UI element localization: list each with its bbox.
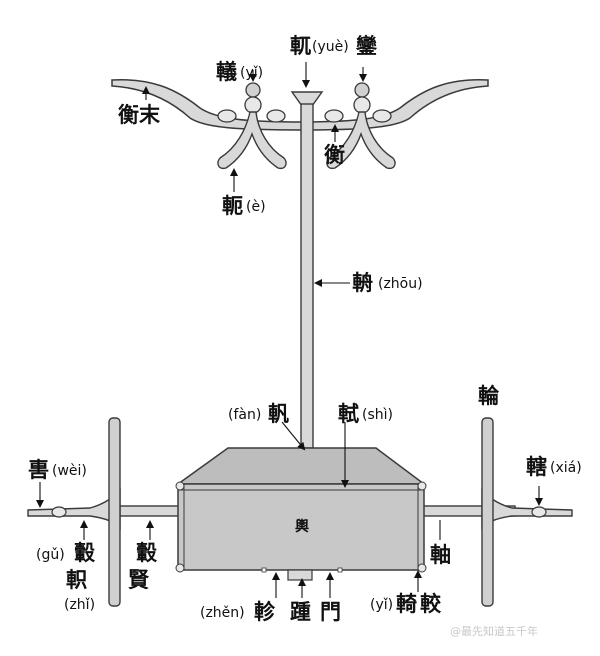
bell-right	[354, 82, 370, 98]
label-yue-pinyin: (yuè)	[312, 39, 349, 55]
axle-cap-right	[531, 506, 547, 518]
yoke-ring	[372, 109, 392, 123]
label-men: 門	[320, 600, 341, 624]
label-yu: 輿	[295, 519, 309, 535]
label-zhou-pinyin: (zhōu)	[378, 276, 423, 292]
label-yi-bottom-char: 輢	[396, 592, 417, 616]
carriage-top	[175, 447, 427, 485]
label-axle: 軸	[430, 543, 451, 567]
label-zhi-char: 軹	[66, 568, 87, 592]
label-gu-pinyin: (gǔ)	[36, 547, 65, 563]
label-yi-top-char: 轙	[216, 60, 237, 84]
bell-left-ring	[244, 96, 262, 114]
bell-right-ring	[353, 96, 371, 114]
label-hengmo: 衡末	[118, 103, 160, 127]
label-e-char: 軛	[222, 194, 243, 218]
label-wei-char: 軎	[28, 458, 49, 482]
carriage-step	[287, 569, 313, 581]
label-e-pinyin: (è)	[246, 199, 266, 215]
label-zhen-char: 軫	[254, 600, 275, 624]
label-zhou-char: 輈	[352, 271, 373, 295]
label-luan: 鑾	[356, 34, 377, 58]
label-yi-bottom-pinyin: (yǐ)	[370, 597, 394, 613]
yoke-ring	[217, 109, 237, 123]
shaft-pole	[300, 103, 314, 449]
axle-left-hub	[27, 488, 121, 530]
label-wei-pinyin: (wèi)	[52, 463, 87, 479]
label-xia-pinyin: (xiá)	[550, 460, 582, 476]
label-fan-char: 軓	[268, 402, 289, 426]
label-shi-pinyin: (shì)	[362, 407, 393, 423]
watermark: @最先知道五千年	[450, 625, 538, 638]
yoke-ring	[266, 109, 286, 123]
arrow-fan	[281, 421, 306, 451]
label-heng: 衡	[324, 143, 345, 167]
wheel-right	[481, 417, 494, 607]
label-shi-char: 軾	[338, 402, 359, 426]
neck-yoke-right	[326, 111, 396, 170]
yoke-ring	[324, 109, 344, 123]
label-xian-char: 轂	[136, 541, 157, 565]
label-zhi-pinyin: (zhǐ)	[64, 597, 96, 613]
label-jiao: 較	[420, 592, 441, 616]
axle-cap-left	[51, 506, 67, 518]
label-zhong: 踵	[290, 600, 311, 624]
label-yue-char: 軏	[290, 34, 311, 58]
bell-left	[245, 82, 261, 98]
label-xian-char2: 賢	[128, 568, 149, 592]
label-gu-char: 轂	[74, 541, 95, 565]
label-lun: 輪	[478, 384, 499, 408]
axle-right-hub	[481, 488, 573, 530]
yoke-beam	[111, 79, 489, 131]
neck-yoke-left	[217, 111, 287, 170]
wheel-left	[108, 417, 121, 607]
label-yi-top-pinyin: (yǐ)	[240, 65, 264, 81]
label-xia-char: 轄	[526, 455, 547, 479]
carriage-box	[177, 483, 425, 571]
label-fan-pinyin: (fàn)	[228, 407, 262, 423]
label-zhen-pinyin: (zhěn)	[200, 605, 245, 621]
